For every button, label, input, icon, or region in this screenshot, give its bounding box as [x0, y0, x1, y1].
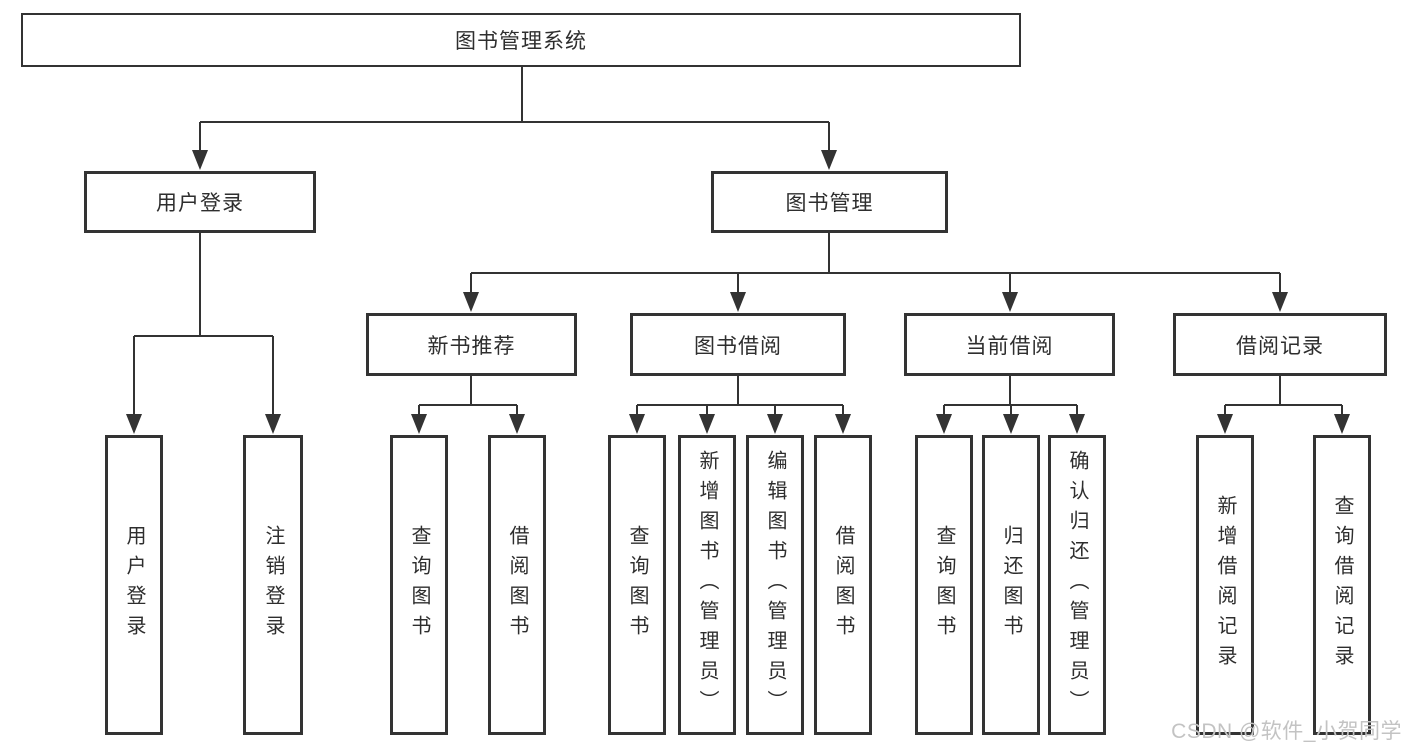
node-current-borrow: 当前借阅: [904, 313, 1115, 376]
arrow-down-icon: [509, 414, 525, 434]
leaf-logout: 注销登录: [243, 435, 303, 735]
node-borrow-records: 借阅记录: [1173, 313, 1387, 376]
arrow-down-icon: [1003, 414, 1019, 434]
arrow-down-icon: [265, 414, 281, 434]
connector-book-management-to-level3: [470, 233, 1281, 294]
node-library-system: 图书管理系统: [21, 13, 1021, 67]
arrow-down-icon: [1334, 414, 1350, 434]
arrow-down-icon: [192, 150, 208, 170]
arrow-down-icon: [1217, 414, 1233, 434]
arrow-down-icon: [463, 292, 479, 312]
csdn-watermark: CSDN @软件_小贺同学: [1171, 720, 1402, 743]
leaf-add-books-admin: 新增图书（管理员）: [678, 435, 736, 735]
leaf-query-books-current: 查询图书: [915, 435, 973, 735]
node-user-login: 用户登录: [84, 171, 316, 233]
leaf-return-books: 归还图书: [982, 435, 1040, 735]
leaf-edit-books-admin: 编辑图书（管理员）: [746, 435, 804, 735]
leaf-query-books-borrow: 查询图书: [608, 435, 666, 735]
arrow-down-icon: [936, 414, 952, 434]
leaf-confirm-return-admin: 确认归还（管理员）: [1048, 435, 1106, 735]
connector-current-borrow-to-leaves: [943, 376, 1078, 416]
connector-root-to-level2: [199, 67, 830, 152]
connector-book-borrow-to-leaves: [636, 376, 844, 416]
arrow-down-icon: [629, 414, 645, 434]
arrow-down-icon: [1272, 292, 1288, 312]
arrow-down-icon: [1069, 414, 1085, 434]
node-new-book-recommend: 新书推荐: [366, 313, 577, 376]
arrow-down-icon: [730, 292, 746, 312]
leaf-borrow-books-recommend: 借阅图书: [488, 435, 546, 735]
connector-user-login-to-leaves: [133, 233, 274, 416]
leaf-borrow-books: 借阅图书: [814, 435, 872, 735]
leaf-user-login: 用户登录: [105, 435, 163, 735]
leaf-query-borrow-record: 查询借阅记录: [1313, 435, 1371, 735]
leaf-add-borrow-record: 新增借阅记录: [1196, 435, 1254, 735]
node-book-management: 图书管理: [711, 171, 948, 233]
arrow-down-icon: [699, 414, 715, 434]
arrow-down-icon: [126, 414, 142, 434]
node-book-borrow: 图书借阅: [630, 313, 846, 376]
arrow-down-icon: [835, 414, 851, 434]
arrow-down-icon: [1002, 292, 1018, 312]
arrow-down-icon: [767, 414, 783, 434]
arrow-down-icon: [821, 150, 837, 170]
arrow-down-icon: [411, 414, 427, 434]
connector-borrow-records-to-leaves: [1224, 376, 1343, 416]
leaf-query-books-recommend: 查询图书: [390, 435, 448, 735]
connector-new-book-recommend-to-leaves: [418, 376, 518, 416]
